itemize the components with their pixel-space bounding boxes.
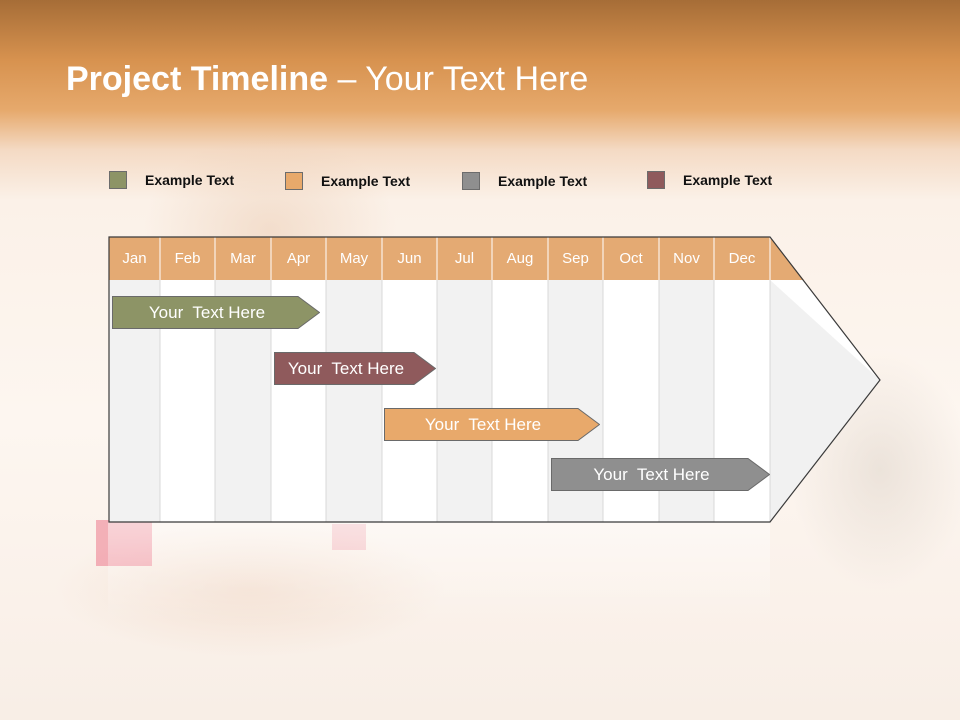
task-label: Your Text Here: [287, 359, 405, 378]
task-arrow-2[interactable]: Your Text Here: [274, 352, 436, 385]
month-label-may: May: [339, 250, 369, 267]
task-arrow-shape: [274, 352, 436, 385]
month-label-apr: Apr: [286, 250, 311, 267]
background-photo-detail: [96, 520, 152, 566]
legend-swatch: [462, 172, 480, 190]
legend-item: Example Text: [462, 172, 587, 190]
slide-title: Project Timeline – Your Text Here: [66, 60, 588, 99]
month-label-mar: Mar: [230, 250, 256, 267]
task-arrow-3[interactable]: Your Text Here: [384, 408, 600, 441]
legend-swatch: [109, 171, 127, 189]
task-arrow-shape: [112, 296, 320, 329]
legend-item: Example Text: [109, 171, 234, 189]
month-column-shade: [326, 280, 382, 522]
legend-swatch: [647, 171, 665, 189]
month-label-dec: Dec: [728, 250, 756, 267]
task-arrow-fill: [384, 408, 600, 441]
month-label-nov: Nov: [673, 250, 700, 267]
legend-label: Example Text: [145, 172, 235, 188]
background-photo-detail: [332, 524, 366, 550]
month-column-shade: [437, 280, 492, 522]
task-arrow-shape: [551, 458, 770, 491]
task-arrow-shape: [384, 408, 600, 441]
timeline-arrow-outline: [108, 236, 881, 523]
title-subtitle: – Your Text Here: [328, 60, 589, 98]
month-label-feb: Feb: [174, 250, 201, 267]
task-arrow-fill: [112, 296, 320, 329]
task-label: Your Text Here: [148, 303, 266, 322]
timeline-arrow: [108, 236, 898, 536]
legend-item: Example Text: [285, 172, 410, 190]
legend-item: Example Text: [647, 171, 772, 189]
month-label-oct: Oct: [619, 250, 643, 267]
timeline-reflection: [108, 522, 770, 622]
task-arrow-fill: [274, 352, 436, 385]
task-arrow-1[interactable]: Your Text Here: [112, 296, 320, 329]
timeline-arrow-head: [770, 280, 880, 522]
task-label: Your Text Here: [593, 465, 710, 484]
legend-swatch: [285, 172, 303, 190]
task-arrow-4[interactable]: Your Text Here: [551, 458, 770, 491]
legend-label: Example Text: [498, 173, 588, 189]
month-label-sep: Sep: [562, 250, 589, 267]
title-bold: Project Timeline: [66, 60, 329, 98]
month-label-aug: Aug: [506, 250, 534, 267]
timeline-grid: [108, 236, 881, 523]
month-label-jul: Jul: [454, 250, 475, 267]
month-header-band: [109, 237, 770, 280]
month-label-jun: Jun: [397, 250, 422, 267]
legend-label: Example Text: [683, 172, 773, 188]
legend-label: Example Text: [321, 173, 411, 189]
task-arrow-fill: [551, 458, 770, 491]
task-label: Your Text Here: [424, 415, 542, 434]
month-label-jan: Jan: [122, 250, 147, 267]
